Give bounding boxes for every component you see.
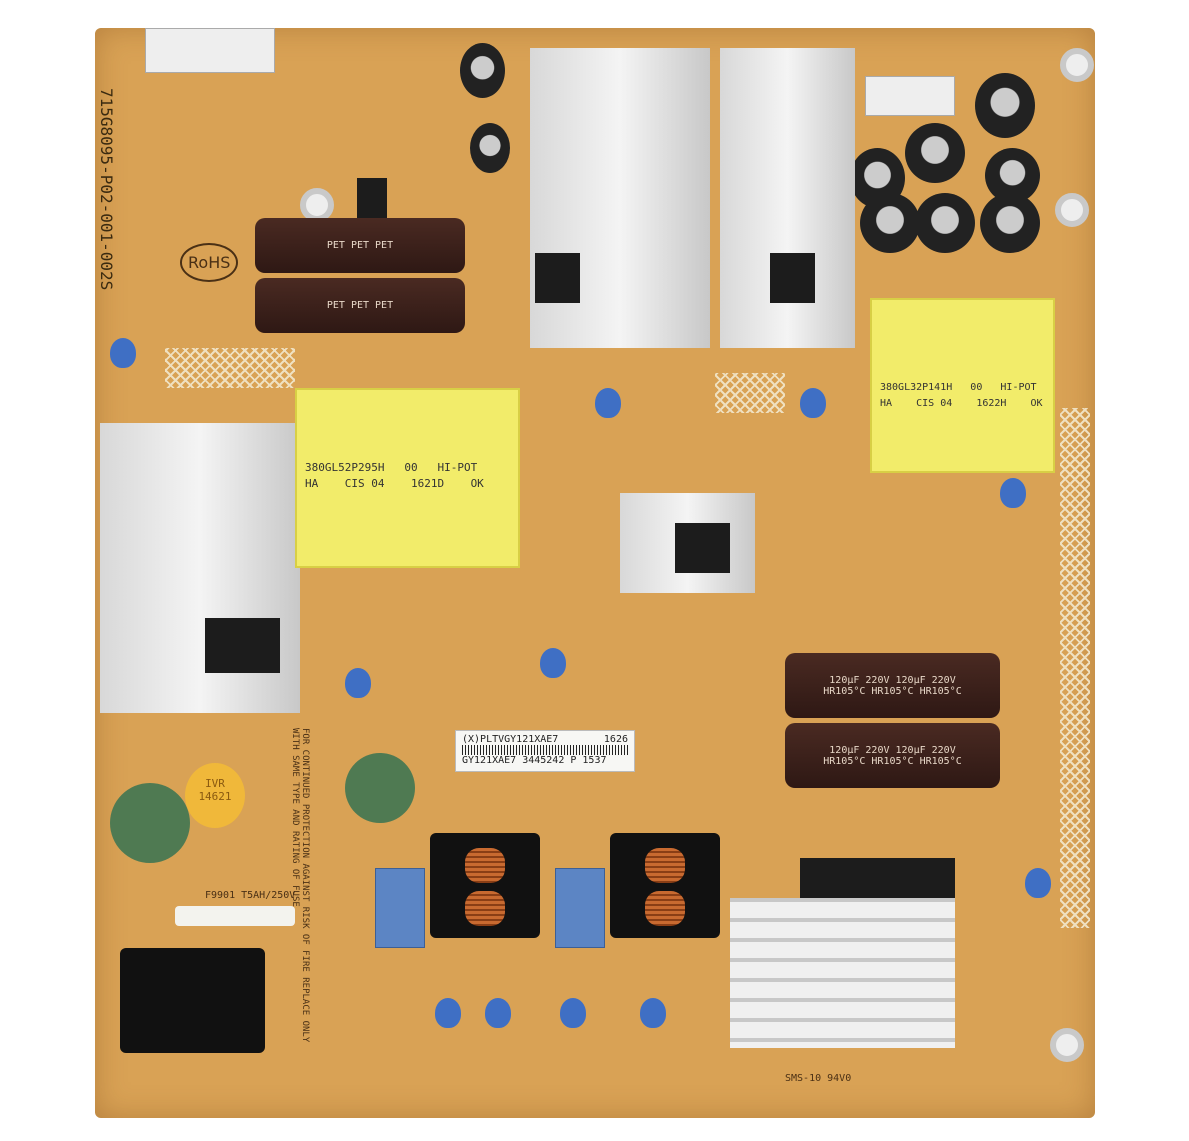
board-marking: SMS-10 94V0 — [785, 1073, 852, 1084]
barcode-code: 1626 — [603, 734, 628, 745]
mounting-hole — [1050, 1028, 1084, 1062]
ic-chip — [357, 178, 387, 218]
x-capacitor — [375, 868, 425, 948]
y-capacitor — [435, 998, 461, 1028]
y-capacitor — [595, 388, 621, 418]
capacitor — [915, 193, 975, 253]
capacitor — [905, 123, 965, 183]
capacitor-temp: HR105°C HR105°C HR105°C — [823, 685, 962, 697]
barcode-line2: GY121XAE7 3445242 P 1537 — [462, 755, 607, 766]
mounting-hole — [1060, 48, 1094, 82]
thermistor — [345, 753, 415, 823]
capacitor — [460, 43, 505, 98]
y-capacitor — [110, 338, 136, 368]
fuse — [175, 906, 295, 926]
transistor — [535, 253, 580, 303]
pcb-hatch — [715, 373, 785, 413]
connector — [145, 28, 275, 73]
mounting-hole — [1055, 193, 1089, 227]
heatsink — [530, 48, 710, 348]
heatsink — [720, 48, 855, 348]
capacitor: 120µF 220V 120µF 220V HR105°C HR105°C HR… — [785, 723, 1000, 788]
thermistor — [110, 783, 190, 863]
heatsink — [730, 898, 955, 1048]
transistor — [205, 618, 280, 673]
mounting-hole — [300, 188, 334, 222]
transistor — [770, 253, 815, 303]
transformer: 380GL32P141H 00 HI-POT HA CIS 04 1622H O… — [870, 298, 1055, 473]
capacitor — [470, 123, 510, 173]
barcode-line1: (X)PLTVGY121XAE7 — [462, 734, 559, 745]
y-capacitor — [540, 648, 566, 678]
capacitor — [860, 193, 920, 253]
capacitor-temp: HR105°C HR105°C HR105°C — [823, 755, 962, 767]
part-number: 715G8095-P02-001-002S — [97, 88, 116, 291]
ac-input-connector — [120, 948, 265, 1053]
x-capacitor — [555, 868, 605, 948]
capacitor — [975, 73, 1035, 138]
common-mode-choke — [610, 833, 720, 938]
bridge-rectifier — [800, 858, 955, 898]
capacitor: PET PET PET — [255, 278, 465, 333]
capacitor: 120µF 220V 120µF 220V HR105°C HR105°C HR… — [785, 653, 1000, 718]
capacitor-rating: 120µF 220V 120µF 220V — [829, 744, 956, 756]
y-capacitor — [1025, 868, 1051, 898]
barcode-label: (X)PLTVGY121XAE7 1626 GY121XAE7 3445242 … — [455, 730, 635, 772]
y-capacitor — [640, 998, 666, 1028]
y-capacitor — [560, 998, 586, 1028]
y-capacitor — [485, 998, 511, 1028]
fuse-warning: FOR CONTINUED PROTECTION AGAINST RISK OF… — [290, 728, 310, 1043]
pcb-hatch — [1060, 408, 1090, 928]
y-capacitor — [345, 668, 371, 698]
capacitor-rating: 120µF 220V 120µF 220V — [829, 674, 956, 686]
rohs-mark: RoHS — [180, 243, 239, 282]
transformer: 380GL52P295H 00 HI-POT HA CIS 04 1621D O… — [295, 388, 520, 568]
capacitor: PET PET PET — [255, 218, 465, 273]
connector — [865, 76, 955, 116]
barcode — [462, 745, 628, 755]
capacitor — [980, 193, 1040, 253]
y-capacitor — [1000, 478, 1026, 508]
varistor: IVR 14621 — [185, 763, 245, 828]
fuse-label: F9901 T5AH/250V — [205, 890, 296, 901]
y-capacitor — [800, 388, 826, 418]
transistor — [675, 523, 730, 573]
pcb-hatch — [165, 348, 295, 388]
power-supply-board: 715G8095-P02-001-002S RoHS PET PET PET P… — [95, 28, 1095, 1118]
common-mode-choke — [430, 833, 540, 938]
